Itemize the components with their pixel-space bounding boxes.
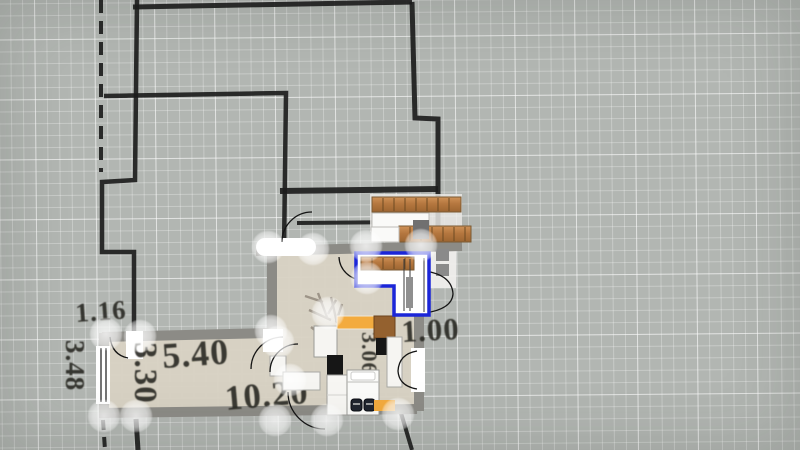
dimension-label: 3.48 — [60, 340, 90, 391]
vertex-handle[interactable] — [261, 325, 295, 359]
vertex-handle[interactable] — [123, 319, 157, 353]
window[interactable] — [96, 346, 110, 404]
vertex-handle[interactable] — [349, 229, 383, 263]
scanned-wall-line — [103, 90, 289, 253]
landing-block[interactable] — [436, 264, 449, 276]
vertex-handle[interactable] — [350, 261, 384, 295]
vertex-handle[interactable] — [273, 363, 307, 397]
vertex-handle[interactable] — [87, 399, 121, 433]
vertex-handle[interactable] — [381, 397, 415, 431]
scanned-wall-line — [99, 0, 140, 336]
vertex-handle[interactable] — [89, 317, 123, 351]
door-swing-arc — [397, 370, 418, 390]
scanned-wall-line — [409, 1, 441, 233]
stool[interactable] — [373, 315, 396, 339]
dimension-label: 1.00 — [401, 311, 461, 349]
scanned-wall-line — [132, 0, 413, 10]
door-swing-arc — [397, 350, 418, 372]
wardrobe[interactable] — [313, 325, 338, 358]
door-leaf[interactable] — [411, 348, 425, 392]
slippers[interactable] — [350, 398, 376, 412]
vertex-handle[interactable] — [251, 230, 285, 264]
vertex-handle[interactable] — [296, 232, 330, 266]
vertex-handle[interactable] — [119, 399, 153, 433]
scanned-wall-line — [279, 186, 439, 194]
vertex-handles — [87, 228, 438, 437]
appliance[interactable] — [327, 355, 343, 375]
scanned-plan-lines — [99, 0, 441, 450]
vertex-handle[interactable] — [310, 403, 344, 437]
vertex-handle[interactable] — [404, 228, 438, 262]
landing-block[interactable] — [436, 249, 449, 261]
vertex-handle[interactable] — [311, 296, 345, 330]
vertex-handle[interactable] — [258, 403, 292, 437]
dimension-label: 5.40 — [161, 331, 231, 376]
dimension-label: 3.30 — [127, 342, 163, 404]
door-swing-arc — [281, 211, 313, 243]
